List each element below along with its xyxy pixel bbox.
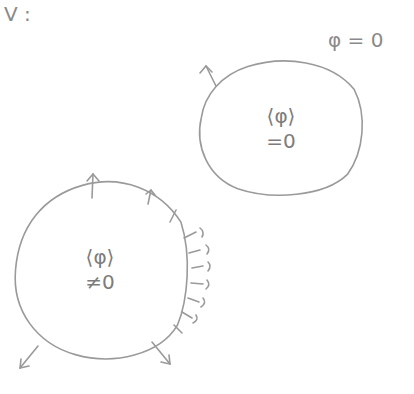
arrow-head bbox=[161, 355, 170, 364]
outward-tick bbox=[191, 283, 203, 284]
outward-tick bbox=[188, 298, 199, 302]
arrow-strokes bbox=[20, 66, 216, 368]
blob-region: ⟨φ⟩=0 bbox=[198, 58, 364, 200]
arrow-head bbox=[20, 359, 29, 368]
curl-mark bbox=[201, 298, 205, 307]
outward-tick bbox=[189, 250, 200, 253]
outward-arrow bbox=[20, 346, 38, 368]
outward-arrow bbox=[152, 342, 170, 364]
blob-outline-path bbox=[200, 61, 363, 195]
blob-outline-path bbox=[15, 182, 187, 359]
curl-mark bbox=[206, 245, 209, 254]
blob-region: ⟨φ⟩ ≠0 bbox=[12, 178, 188, 362]
outward-tick bbox=[192, 266, 203, 268]
outward-arrow bbox=[206, 66, 216, 86]
field-value: ⟨φ⟩=0 bbox=[266, 104, 295, 154]
curl-mark bbox=[206, 280, 209, 289]
curl-mark bbox=[193, 315, 197, 323]
outward-arrow bbox=[92, 174, 93, 198]
arrow-head bbox=[87, 174, 99, 181]
arrow-head bbox=[200, 66, 212, 73]
curl-mark bbox=[208, 262, 210, 271]
curl-mark bbox=[200, 228, 203, 237]
field-value: ⟨φ⟩ ≠0 bbox=[85, 245, 114, 295]
outward-tick bbox=[184, 232, 196, 238]
outward-tick bbox=[182, 312, 192, 318]
note-label: φ = 0 bbox=[328, 28, 383, 52]
note-label: V : bbox=[4, 2, 31, 26]
